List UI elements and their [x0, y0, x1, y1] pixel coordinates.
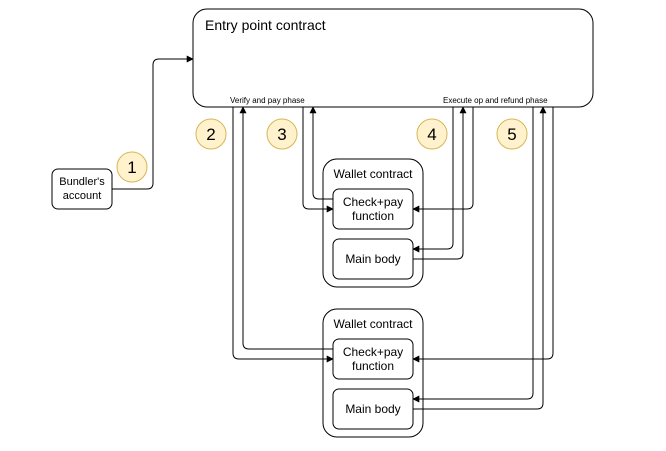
entry-point-title: Entry point contract — [205, 17, 326, 33]
wallet-2-title: Wallet contract — [334, 317, 414, 331]
wallet-contract-2: Wallet contract Check+pay function Main … — [322, 308, 424, 438]
entry-point-contract: Entry point contract Verify and pay phas… — [192, 8, 594, 108]
step-2-marker: 2 — [195, 118, 227, 150]
step-1-marker: 1 — [116, 151, 148, 183]
step-3-label: 3 — [277, 125, 286, 144]
step-4-marker: 4 — [416, 118, 448, 150]
bundler-label-line2: account — [63, 190, 102, 202]
arrow-wallet2-check-to-entry — [239, 106, 333, 350]
arrow-entry-to-wallet2-check-outer — [232, 107, 334, 363]
step-4-label: 4 — [427, 125, 436, 144]
wallet-2-main-body: Main body — [345, 402, 400, 416]
arrow-wallet1-check-to-entry — [309, 106, 333, 200]
arrow-entry-to-wallet1-refund — [412, 107, 474, 213]
arrow-entry-to-wallet1-check — [302, 107, 334, 213]
arrow-entry-to-wallet2-main — [412, 107, 534, 403]
bundler-account: Bundler's account — [51, 168, 113, 210]
wallet-1-title: Wallet contract — [334, 167, 414, 181]
step-5-label: 5 — [507, 125, 516, 144]
execute-phase-label: Execute op and refund phase — [443, 96, 548, 105]
step-5-marker: 5 — [496, 118, 528, 150]
wallet-1-check-pay-line2: function — [352, 209, 394, 223]
arrow-entry-to-wallet1-main — [412, 107, 454, 253]
wallet-contract-1: Wallet contract Check+pay function Main … — [322, 158, 424, 288]
arrow-bundler-to-entry — [112, 55, 194, 190]
step-3-marker: 3 — [266, 118, 298, 150]
arrow-wallet2-main-to-entry — [413, 106, 547, 410]
arrow-wallet1-main-to-entry — [413, 106, 467, 260]
step-2-label: 2 — [206, 125, 215, 144]
wallet-2-check-pay-line2: function — [352, 359, 394, 373]
wallet-1-main-body: Main body — [345, 252, 400, 266]
verify-phase-label: Verify and pay phase — [230, 96, 305, 105]
bundler-label-line1: Bundler's — [59, 176, 105, 188]
wallet-1-check-pay-line1: Check+pay — [343, 195, 403, 209]
arrow-entry-to-wallet2-refund — [412, 107, 554, 363]
step-1-label: 1 — [127, 158, 136, 177]
wallet-2-check-pay-line1: Check+pay — [343, 345, 403, 359]
